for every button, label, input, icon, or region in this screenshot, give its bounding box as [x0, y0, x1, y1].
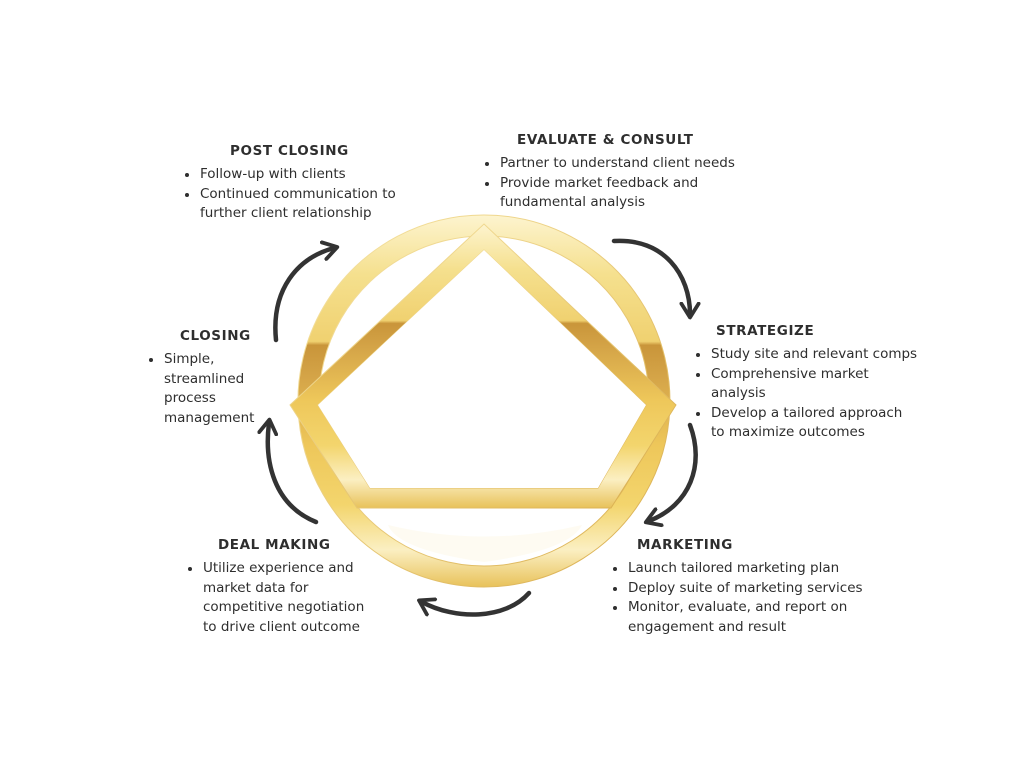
list-item: Provide market feedback and fundamental … — [485, 174, 700, 213]
curved-arrow-evaluate-to-strategize — [611, 238, 690, 314]
stage-bullet-list: Follow-up with clients Continued communi… — [180, 165, 410, 224]
stage-title: MARKETING — [637, 537, 733, 553]
list-item: Launch tailored marketing plan — [613, 559, 868, 579]
curved-arrow-closing-to-post-closing — [273, 248, 334, 343]
list-item: Utilize experience and market data for c… — [188, 559, 373, 637]
stage-title: STRATEGIZE — [716, 323, 815, 339]
stage-bullet-list: Launch tailored marketing plan Deploy su… — [608, 559, 868, 637]
list-item: Monitor, evaluate, and report on engagem… — [613, 598, 853, 637]
list-item: Develop a tailored approach to maximize … — [696, 404, 906, 443]
list-item: Deploy suite of marketing services — [613, 579, 868, 599]
stage-title: EVALUATE & CONSULT — [517, 132, 694, 148]
stage-title: POST CLOSING — [230, 143, 349, 159]
stage-post-closing: POST CLOSING Follow-up with clients Cont… — [180, 143, 410, 224]
emblem-shape — [289, 214, 677, 588]
curved-arrow-marketing-to-deal-making — [422, 590, 532, 617]
stage-marketing: MARKETING Launch tailored marketing plan… — [608, 537, 868, 637]
stage-strategize: STRATEGIZE Study site and relevant comps… — [691, 323, 921, 443]
stage-evaluate-consult: EVALUATE & CONSULT Partner to understand… — [480, 132, 740, 213]
list-item: Comprehensive market analysis — [696, 365, 881, 404]
stage-bullet-list: Partner to understand client needs Provi… — [480, 154, 740, 213]
curved-arrow-deal-making-to-closing — [268, 423, 319, 525]
stage-deal-making: DEAL MAKING Utilize experience and marke… — [183, 537, 383, 637]
stage-bullet-list: Study site and relevant comps Comprehens… — [691, 345, 921, 443]
stage-bullet-list: Utilize experience and market data for c… — [183, 559, 383, 637]
stage-title: DEAL MAKING — [218, 537, 331, 553]
stage-closing: CLOSING Simple, streamlined process mana… — [144, 328, 284, 428]
list-item: Follow-up with clients — [185, 165, 410, 185]
list-item: Study site and relevant comps — [696, 345, 921, 365]
list-item: Partner to understand client needs — [485, 154, 740, 174]
cycle-arrows — [268, 238, 698, 617]
stage-bullet-list: Simple, streamlined process management — [144, 350, 284, 428]
list-item: Continued communication to further clien… — [185, 185, 410, 224]
stage-title: CLOSING — [180, 328, 251, 344]
curved-arrow-strategize-to-marketing — [649, 422, 698, 521]
list-item: Simple, streamlined process management — [149, 350, 259, 428]
